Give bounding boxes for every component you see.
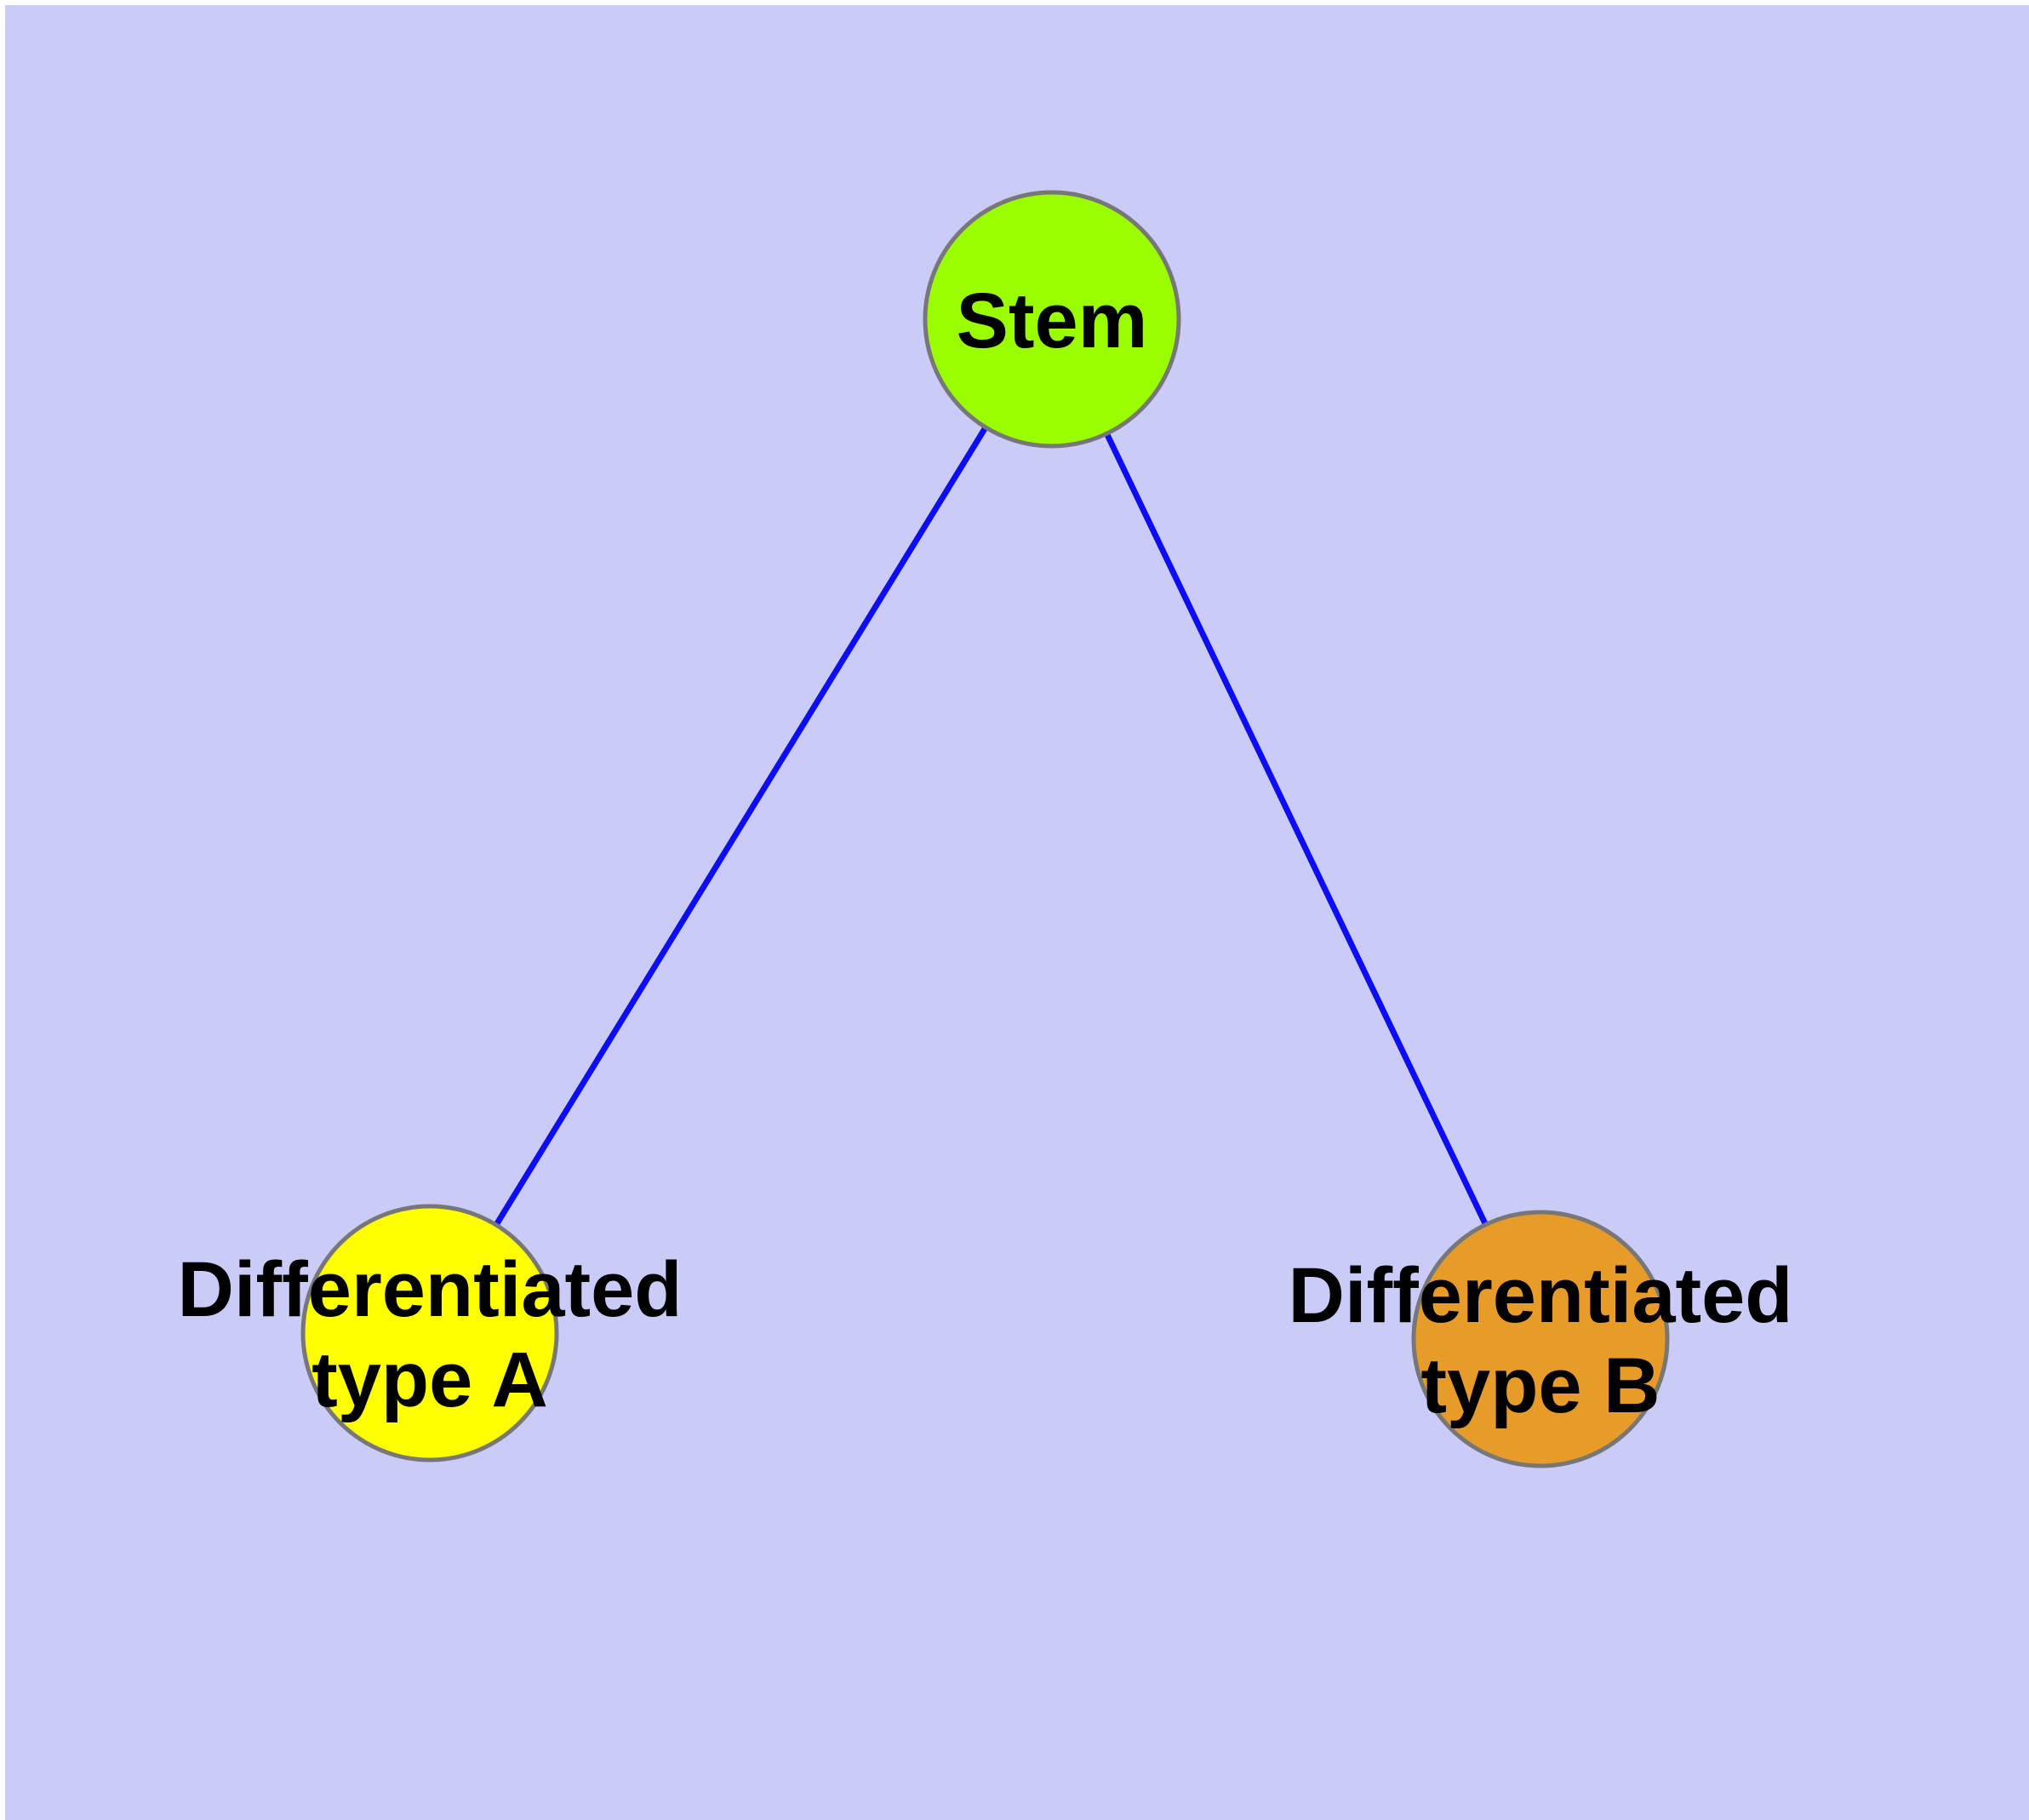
node-stem-label: Stem	[957, 278, 1148, 364]
node-type-a-label-line2: type A	[311, 1336, 548, 1423]
node-differentiated-type-a: Differentiated type A	[178, 1204, 683, 1462]
node-type-a-label-line1: Differentiated	[178, 1246, 683, 1333]
edge-stem-to-type-a	[427, 318, 1055, 1335]
node-type-b-label-line2: type B	[1420, 1342, 1660, 1429]
node-type-b-label-line1: Differentiated	[1289, 1252, 1793, 1339]
node-stem-circle	[923, 190, 1181, 449]
node-stem: Stem	[923, 190, 1181, 449]
node-differentiated-type-b: Differentiated type B	[1289, 1210, 1793, 1468]
node-type-a-circle	[300, 1204, 559, 1462]
edge-stem-to-type-b	[1049, 318, 1544, 1341]
node-type-b-circle	[1411, 1210, 1670, 1468]
